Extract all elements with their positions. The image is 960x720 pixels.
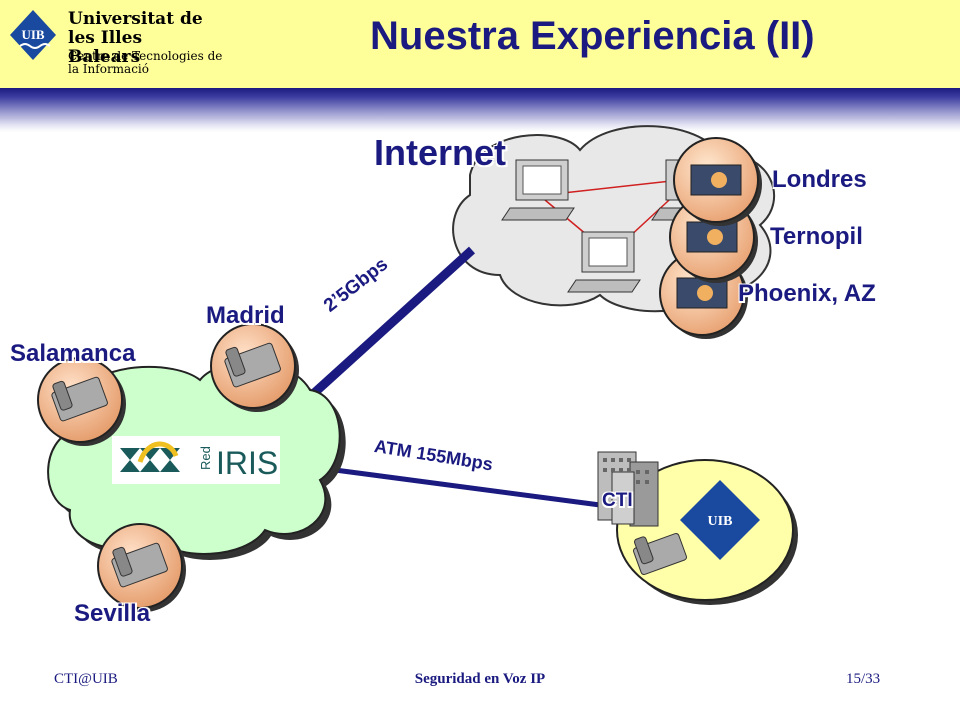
uib-logo-icon: UIB xyxy=(10,10,56,60)
university-name: Universitat de les Illes Balears xyxy=(68,9,203,67)
footer-left: CTI@UIB xyxy=(54,671,118,687)
header-bar xyxy=(0,0,960,88)
uib-logo-icon: UIB xyxy=(680,480,760,560)
centre-name: Centre de Tecnologies de la Informació xyxy=(68,49,223,76)
phone-icon-madrid xyxy=(210,323,299,412)
phone-icon-sevilla xyxy=(97,523,186,612)
page-title: Nuestra Experiencia (II) xyxy=(370,14,815,58)
header-gradient-band xyxy=(0,88,960,132)
svg-text:Red: Red xyxy=(198,446,213,470)
footer-page-number: 15/33 xyxy=(846,671,881,687)
link-atm xyxy=(334,467,601,508)
phone-icon-uib xyxy=(633,532,687,576)
site-label-sevilla: Sevilla xyxy=(74,600,151,627)
svg-text:IRIS: IRIS xyxy=(216,445,278,481)
server-icon-londres xyxy=(673,137,762,226)
site-label-ternopil: Ternopil xyxy=(770,223,863,250)
site-label-phoenix: Phoenix, AZ xyxy=(738,280,876,307)
computer-icon xyxy=(567,231,641,293)
internet-label: Internet xyxy=(374,132,507,173)
phone-icon-salamanca xyxy=(37,357,126,446)
link-internet xyxy=(308,246,476,399)
site-label-salamanca: Salamanca xyxy=(10,340,136,367)
computer-icon xyxy=(501,159,575,221)
svg-text:UIB: UIB xyxy=(21,27,44,42)
cti-label: CTI xyxy=(602,490,633,511)
svg-text:UIB: UIB xyxy=(708,514,733,529)
footer-center: Seguridad en Voz IP xyxy=(414,671,546,687)
cti-building-icon xyxy=(597,451,659,527)
rediris-logo-icon xyxy=(120,441,180,472)
site-label-londres: Londres xyxy=(772,166,867,193)
site-label-madrid: Madrid xyxy=(206,302,285,329)
